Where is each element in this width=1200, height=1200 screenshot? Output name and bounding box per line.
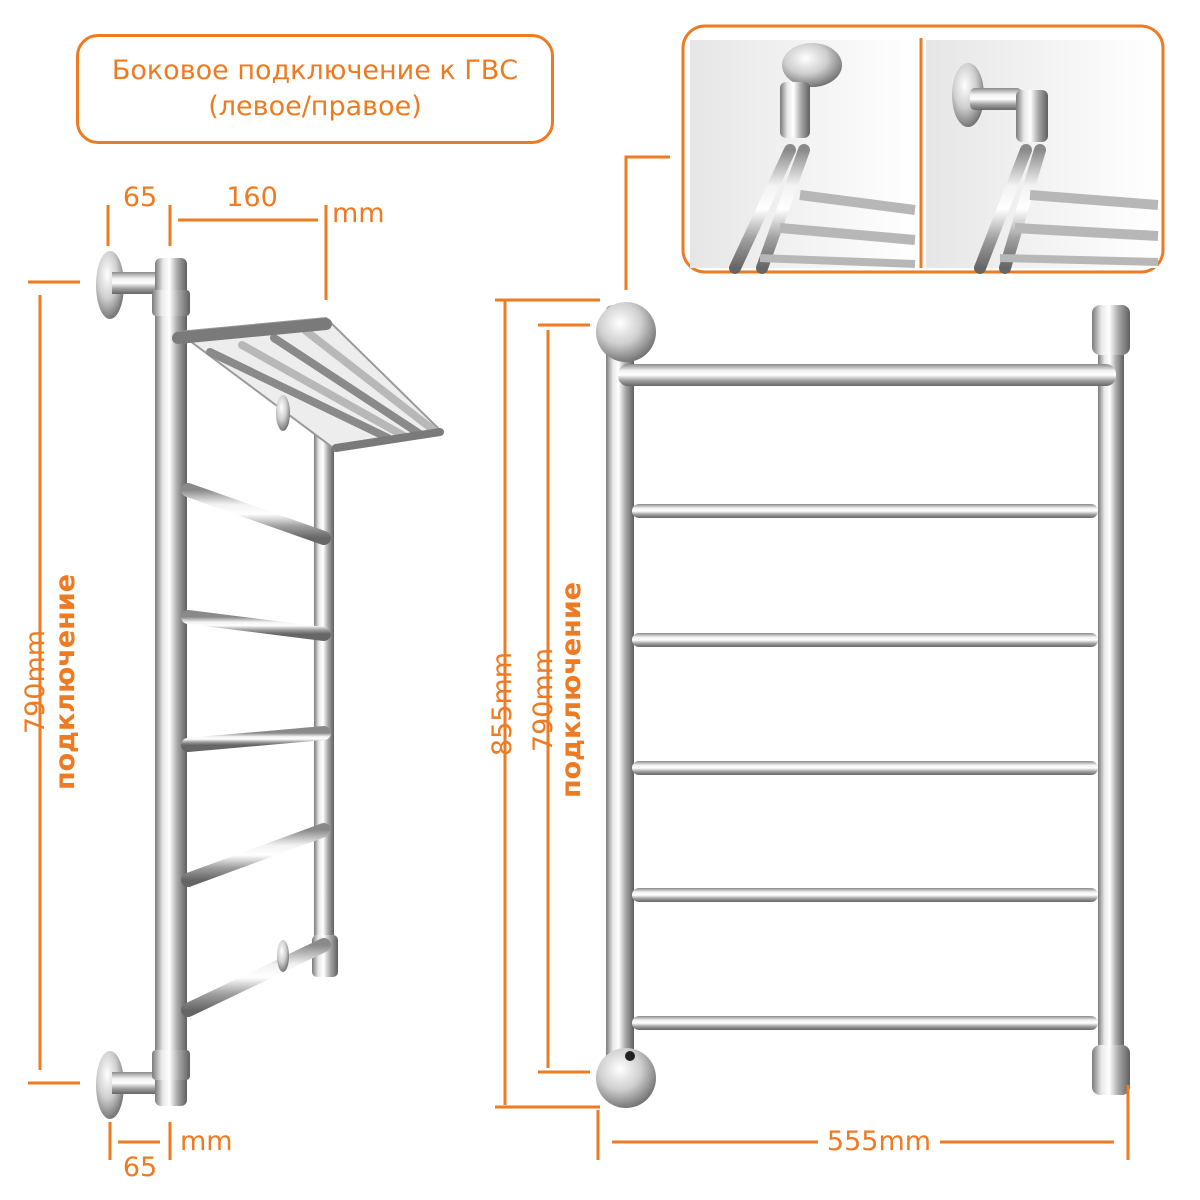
front-right-tube xyxy=(1098,305,1124,1095)
dim-label-790-front: 790mm xyxy=(528,648,559,752)
dim-label-790-side: 790mm xyxy=(20,630,51,734)
shelf xyxy=(172,316,444,452)
side-rungs xyxy=(181,483,331,1017)
front-fitting-bottom-right xyxy=(1092,1045,1130,1095)
front-view-towel-rail-icon xyxy=(596,302,1130,1108)
front-top-rail xyxy=(618,364,1116,386)
rear-fitting-top xyxy=(152,290,190,316)
front-rung xyxy=(632,1016,1098,1030)
front-fitting-top-right xyxy=(1092,305,1130,355)
wall-flange-bottom xyxy=(96,1051,124,1119)
front-left-tube xyxy=(606,305,634,1095)
front-rung xyxy=(632,888,1098,902)
front-tube xyxy=(314,420,334,960)
dim-unit-bottom: mm xyxy=(180,1126,233,1157)
front-view-dimensions xyxy=(495,155,1130,1160)
dim-label-555: 555mm xyxy=(827,1126,931,1157)
side-view-labels: 65 160 mm 790mm подключение 65 mm xyxy=(20,182,385,1183)
rear-tube xyxy=(155,258,187,1106)
caption-connection-front: подключение xyxy=(556,582,587,798)
title-line-2: (левое/правое) xyxy=(208,91,422,122)
caption-connection-side: подключение xyxy=(50,574,81,790)
title-box: Боковое подключение к ГВС (левое/правое) xyxy=(76,34,554,144)
dim-label-65-bottom: 65 xyxy=(123,1152,157,1183)
front-rungs xyxy=(632,504,1098,1030)
rear-fitting-bottom xyxy=(152,1050,190,1080)
front-rung xyxy=(632,761,1098,775)
detail-left xyxy=(690,40,916,274)
mount-detail-icon xyxy=(681,24,1165,274)
dim-label-160: 160 xyxy=(226,182,278,213)
dim-label-855: 855mm xyxy=(487,652,518,756)
side-view-dimensions xyxy=(28,205,328,1160)
front-flange-top-left xyxy=(596,302,656,362)
dim-label-65-top: 65 xyxy=(123,182,157,213)
title-line-1: Боковое подключение к ГВС xyxy=(111,55,519,86)
wall-bracket-top xyxy=(112,272,158,294)
wall-flange-top xyxy=(96,251,124,319)
detail-right xyxy=(926,40,1159,274)
front-rung xyxy=(632,633,1098,647)
front-flange-bottom-left xyxy=(596,1048,656,1108)
front-view-labels: 855mm 790mm подключение 555mm xyxy=(487,582,931,1157)
front-rung xyxy=(632,504,1098,518)
wall-bracket-bottom xyxy=(112,1072,158,1094)
dim-unit-top: mm xyxy=(332,198,385,229)
side-view-towel-rail-icon xyxy=(96,251,444,1119)
